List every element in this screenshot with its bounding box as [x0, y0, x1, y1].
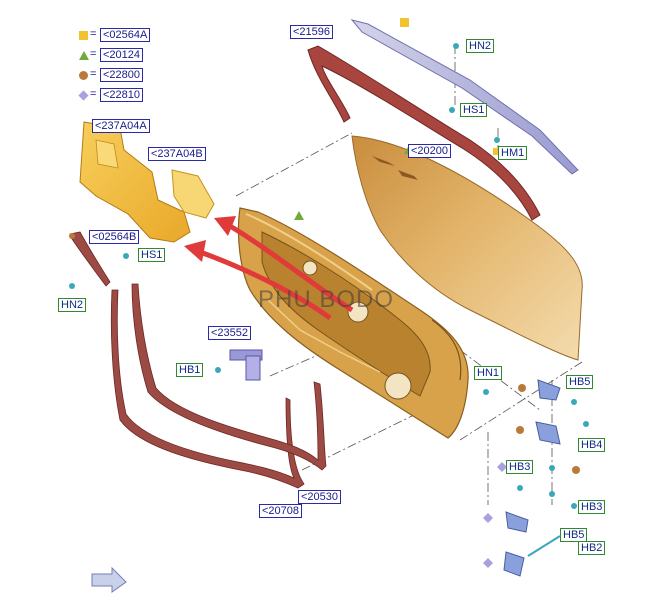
callout-HS1[interactable]: HS1 — [138, 248, 166, 262]
front-direction-arrow — [91, 566, 127, 593]
callout-20708[interactable]: <20708 — [259, 504, 303, 518]
callout-21596[interactable]: <21596 — [290, 25, 334, 39]
window-belt-seal — [307, 45, 541, 221]
callout-HB3[interactable]: HB3 — [506, 460, 534, 474]
insulator-a-pocket — [95, 139, 119, 169]
upper-seal-piece — [69, 231, 111, 287]
callout-237A04A[interactable]: <237A04A — [92, 119, 150, 133]
door-latch — [229, 349, 263, 381]
callout-HB2[interactable]: HB2 — [578, 541, 606, 555]
door-seal-inner — [131, 283, 327, 471]
circle-marker — [69, 233, 75, 239]
callout-HM1[interactable]: HM1 — [498, 146, 528, 160]
install-arrows — [184, 216, 354, 321]
callout-HB5[interactable]: HB5 — [560, 528, 588, 542]
window-trim-strip — [350, 19, 579, 175]
door-handle-slot — [398, 170, 418, 180]
fasteners — [69, 43, 500, 395]
legend-square-marker — [400, 18, 409, 27]
door-inner-frame — [237, 207, 469, 439]
callout-20200[interactable]: <20200 — [408, 144, 452, 158]
door-insulator-b — [171, 169, 215, 219]
legend-equals: = — [90, 28, 97, 40]
legend-equals: = — [90, 68, 97, 80]
callout-20530[interactable]: <20530 — [298, 490, 342, 504]
callout-HN2[interactable]: HN2 — [466, 39, 495, 53]
door-seal-outer — [110, 289, 305, 489]
legend-code[interactable]: <22810 — [100, 88, 144, 102]
circle-icon — [79, 71, 88, 80]
triangle-icon — [79, 51, 89, 60]
legend-equals: = — [90, 48, 97, 60]
legend-code[interactable]: <02564A — [100, 28, 151, 42]
callout-HB3[interactable]: HB3 — [578, 500, 606, 514]
hinge-assemblies — [483, 379, 589, 577]
legend-code[interactable]: <22800 — [100, 68, 144, 82]
callout-23552[interactable]: <23552 — [208, 326, 252, 340]
legend-code[interactable]: <20124 — [100, 48, 144, 62]
watermark-text: PHU BODO — [258, 286, 395, 313]
callout-HN1[interactable]: HN1 — [474, 366, 503, 380]
callout-237A04B[interactable]: <237A04B — [148, 147, 206, 161]
callout-HS1[interactable]: HS1 — [460, 103, 488, 117]
callout-HN2[interactable]: HN2 — [58, 298, 87, 312]
door-handle-recess — [372, 156, 395, 166]
callout-02564B[interactable]: <02564B — [89, 230, 140, 244]
legend-equals: = — [90, 88, 97, 100]
door-outer-panel — [351, 135, 583, 361]
callout-HB4[interactable]: HB4 — [578, 438, 606, 452]
callout-HB5[interactable]: HB5 — [566, 375, 594, 389]
square-icon — [79, 31, 88, 40]
callout-HB1[interactable]: HB1 — [176, 363, 204, 377]
